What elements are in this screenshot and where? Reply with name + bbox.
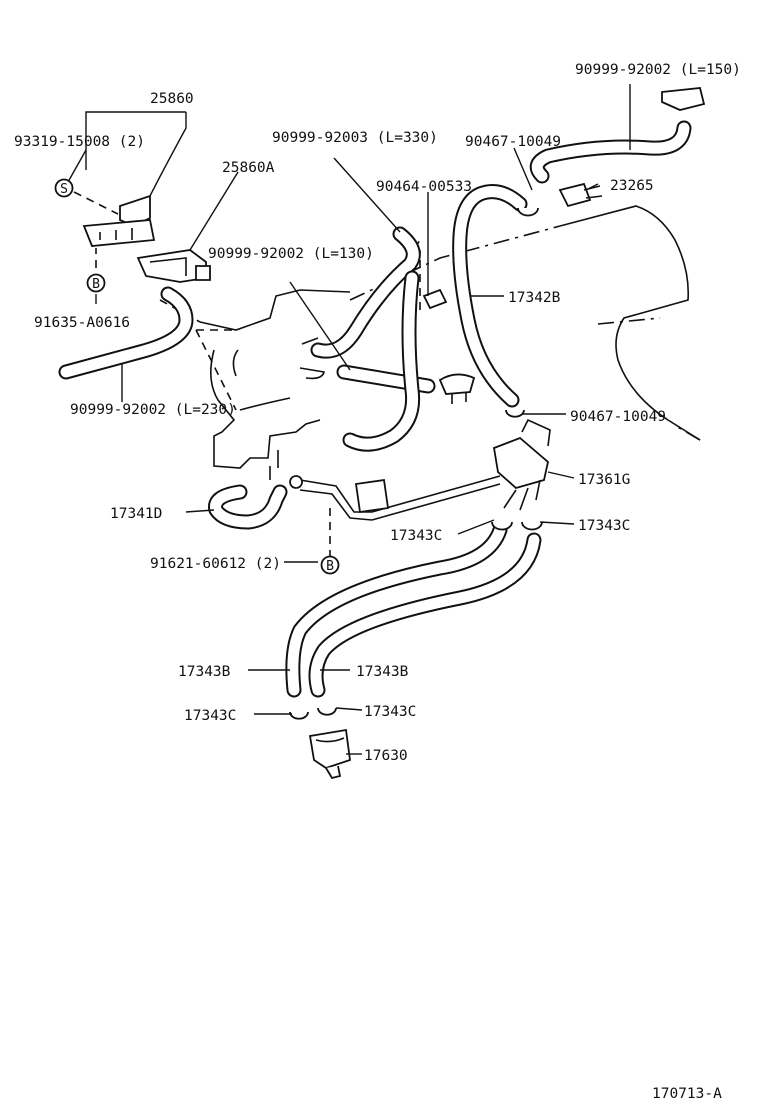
hose-17343b-right: [308, 532, 542, 698]
label-91635-a0616: 91635-A0616: [34, 315, 130, 331]
label-90999-92002-l230: 90999-92002 (L=230): [70, 402, 236, 418]
hose-17342b: [452, 184, 528, 408]
label-90999-92002-l150: 90999-92002 (L=150): [575, 62, 741, 78]
label-90999-92003-l330: 90999-92003 (L=330): [272, 130, 438, 146]
canister-17630: [308, 728, 351, 780]
vsv-25860: [82, 194, 211, 283]
pipe-17361g: [289, 418, 551, 521]
label-17630: 17630: [364, 748, 408, 764]
diagram-reference-code: 170713-A: [652, 1086, 722, 1102]
label-23265: 23265: [610, 178, 654, 194]
label-90467-10049-top: 90467-10049: [465, 134, 561, 150]
label-17343b-left: 17343B: [178, 664, 231, 680]
label-90467-10049-low: 90467-10049: [570, 409, 666, 425]
label-25860: 25860: [150, 91, 194, 107]
hose-90999-92002-l230: [58, 286, 194, 380]
hose-90999-92003-l330: [310, 226, 421, 359]
hose-90999-92002-l150: [529, 120, 692, 184]
hose-17341d: [208, 484, 288, 530]
label-17343c-low-right: 17343C: [364, 704, 416, 720]
svg-text:B: B: [326, 559, 334, 574]
hose-17343b-left: [285, 522, 508, 698]
label-17343c-mid-right: 17343C: [578, 518, 630, 534]
marker-b-top: B: [86, 273, 106, 293]
svg-text:S: S: [60, 182, 68, 197]
sensor-23265: [558, 87, 706, 208]
marker-s: S: [54, 178, 74, 198]
label-93319-15008: 93319-15008 (2): [14, 134, 145, 150]
label-90464-00533: 90464-00533: [376, 179, 472, 195]
svg-text:B: B: [92, 277, 100, 292]
label-90999-92002-l130: 90999-92002 (L=130): [208, 246, 374, 262]
label-17343c-low-left: 17343C: [184, 708, 236, 724]
label-leaders: [67, 84, 631, 755]
marker-b-low: B: [320, 555, 340, 575]
label-17341d: 17341D: [110, 506, 162, 522]
label-25860a: 25860A: [222, 160, 275, 176]
clamps: [289, 207, 543, 720]
label-17342b: 17342B: [508, 290, 561, 306]
label-17343b-right: 17343B: [356, 664, 409, 680]
hose-long-vertical: [342, 270, 421, 452]
label-91621-60612: 91621-60612 (2): [150, 556, 281, 572]
label-17361g: 17361G: [578, 472, 630, 488]
label-17343c-mid-left: 17343C: [390, 528, 442, 544]
manifold-outline: [159, 289, 351, 480]
